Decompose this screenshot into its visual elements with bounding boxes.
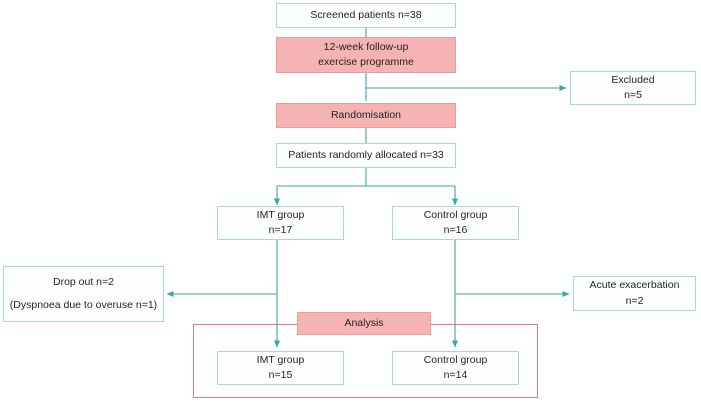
node-imt-group-allocated[interactable]: IMT group n=17	[217, 206, 344, 240]
node-line: Randomisation	[330, 108, 402, 121]
node-line: IMT group	[256, 208, 305, 221]
node-line: Screened patients n=38	[310, 8, 422, 21]
node-acute-exacerbation[interactable]: Acute exacerbation n=2	[573, 276, 696, 311]
node-line: Control group	[423, 208, 488, 221]
node-control-group-analysed[interactable]: Control group n=14	[392, 351, 519, 385]
node-line: exercise programme	[318, 56, 414, 68]
node-line: 12-week follow-up	[323, 40, 409, 53]
node-line: Acute exacerbation	[589, 279, 680, 292]
node-followup-programme[interactable]: 12-week follow-up exercise programme	[276, 37, 456, 73]
node-line: Drop out n=2	[52, 276, 114, 289]
node-line: Analysis	[344, 316, 384, 329]
node-line: n=2	[625, 294, 644, 307]
node-line: n=15	[268, 369, 293, 381]
node-imt-group-analysed[interactable]: IMT group n=15	[217, 351, 344, 385]
node-line: IMT group	[256, 353, 305, 366]
node-line: n=17	[268, 224, 293, 236]
node-line: Patients randomly allocated n=33	[288, 148, 444, 161]
node-line: Excluded	[611, 73, 655, 86]
node-line: Control group	[423, 353, 488, 366]
node-control-group-allocated[interactable]: Control group n=16	[392, 206, 519, 240]
node-line: n=5	[624, 89, 642, 101]
node-excluded[interactable]: Excluded n=5	[570, 71, 696, 105]
node-drop-out[interactable]: Drop out n=2 (Dyspnoea due to overuse n=…	[3, 266, 164, 322]
node-randomisation[interactable]: Randomisation	[276, 103, 456, 128]
node-line: n=16	[443, 224, 468, 236]
node-patients-allocated[interactable]: Patients randomly allocated n=33	[276, 143, 456, 168]
node-analysis[interactable]: Analysis	[297, 312, 431, 335]
node-screened-patients[interactable]: Screened patients n=38	[276, 3, 456, 28]
node-line: (Dyspnoea due to overuse n=1)	[9, 298, 158, 311]
node-line: n=14	[443, 369, 468, 381]
